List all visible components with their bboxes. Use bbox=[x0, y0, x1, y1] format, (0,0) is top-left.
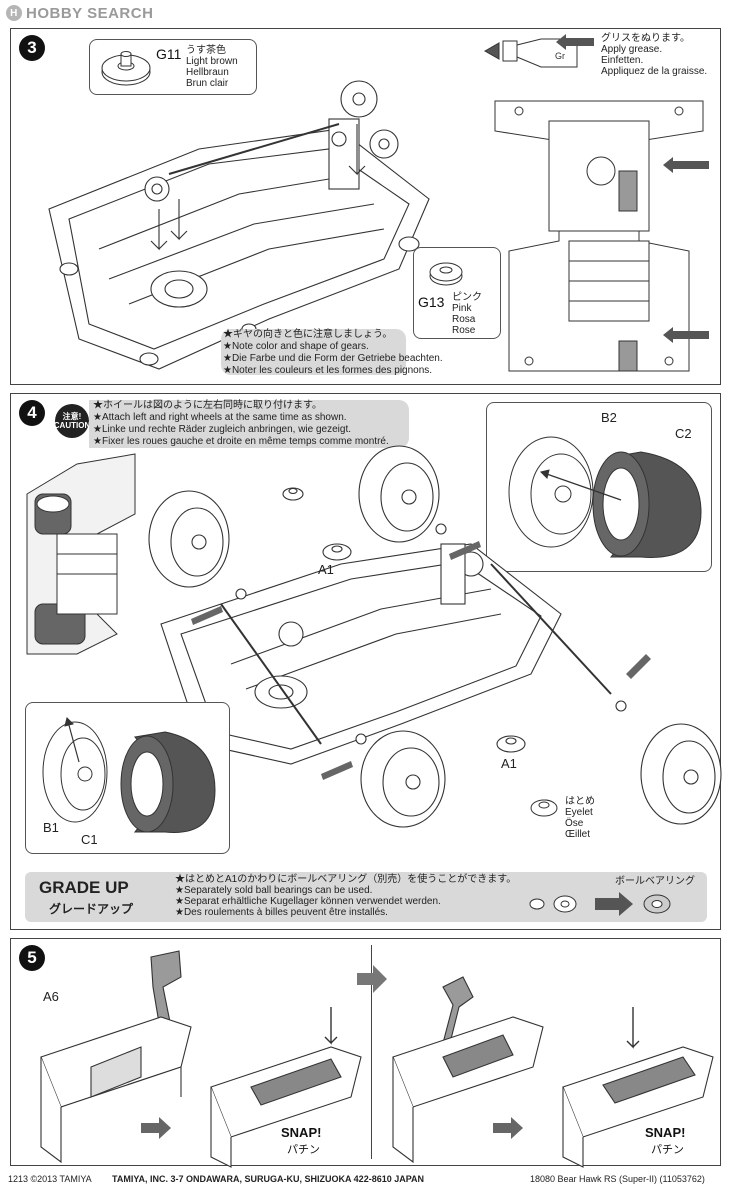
logo-mark: H bbox=[6, 5, 22, 21]
eyelet-ja: はとめ bbox=[565, 796, 595, 807]
g13-name-de: Rosa bbox=[452, 314, 476, 325]
grease-de: Einfetten. bbox=[601, 55, 644, 66]
g11-name-fr: Brun clair bbox=[186, 78, 229, 89]
g11-gear-illustration bbox=[101, 51, 151, 86]
grease-ja: グリスをぬります。 bbox=[601, 33, 690, 44]
grease-fr: Appliquez de la graisse. bbox=[601, 66, 708, 77]
gear-note-lines: ★ギヤの向きと色に注意しましょう。 ★Note color and shape … bbox=[223, 329, 443, 377]
wheel-note-box bbox=[89, 400, 409, 448]
grade-up-subtitle: グレードアップ bbox=[49, 902, 134, 916]
grade-up-lines: ★はとめとA1のかわりにボールベアリング（別売）を使うことができます。 ★Sep… bbox=[175, 874, 516, 918]
g13-gear-illustration bbox=[429, 262, 463, 286]
g11-code: G11 bbox=[156, 46, 182, 62]
label-a6: A6 bbox=[43, 989, 59, 1004]
grade-up-title: GRADE UP bbox=[39, 878, 129, 897]
footer-address: TAMIYA, INC. 3-7 ONDAWARA, SURUGA-KU, SH… bbox=[112, 1174, 425, 1184]
eyelet-de: Öse bbox=[565, 818, 584, 829]
g13-name-en: Pink bbox=[452, 303, 472, 314]
g11-name-en: Light brown bbox=[186, 56, 238, 67]
eyelet-illustration bbox=[530, 799, 558, 817]
grease-arrow-icon bbox=[556, 34, 594, 50]
step5-divider bbox=[371, 945, 372, 1159]
snap-sub-2: パチン bbox=[651, 1144, 684, 1156]
label-c2: C2 bbox=[675, 426, 692, 441]
label-b2: B2 bbox=[601, 410, 617, 425]
hobby-search-logo: H HOBBY SEARCH bbox=[6, 5, 153, 22]
step-5-panel: 5 A6 SNAP! パチン bbox=[10, 938, 721, 1168]
wheel-note-de: ★Linke und rechte Räder zugleich anbring… bbox=[93, 424, 352, 435]
footer-product: 18080 Bear Hawk RS (Super-II) (11053762) bbox=[530, 1174, 705, 1184]
wheel-note-lines: ★ホイールは図のように左右同時に取り付けます。 ★Attach left and… bbox=[93, 400, 389, 448]
label-c1: C1 bbox=[81, 832, 98, 847]
chassis-gear-install-illustration bbox=[48, 80, 430, 370]
wheel-note-ja: ★ホイールは図のように左右同時に取り付けます。 bbox=[93, 400, 322, 411]
caution-badge: 注意! CAUTION bbox=[53, 404, 91, 438]
wheel-and-tire-b2-c2-illustration bbox=[508, 436, 702, 558]
step-number: 4 bbox=[19, 400, 45, 426]
caution-ja: 注意! bbox=[62, 412, 82, 421]
grade-up-box: GRADE UP グレードアップ ★はとめとA1のかわりにボールベアリング（別売… bbox=[25, 872, 707, 922]
grade-up-de: ★Separat erhältliche Kugellager können v… bbox=[175, 896, 441, 907]
next-step-arrow-icon bbox=[357, 965, 387, 993]
footer-copyright: 1213 ©2013 TAMIYA bbox=[8, 1174, 92, 1184]
grade-up-fr: ★Des roulements à billes peuvent être in… bbox=[175, 907, 388, 918]
svg-text:Gr: Gr bbox=[555, 51, 565, 61]
hand-holding-chassis-illustration bbox=[26, 453, 136, 655]
wheel-note-en: ★Attach left and right wheels at the sam… bbox=[93, 412, 347, 423]
logo-text: HOBBY SEARCH bbox=[26, 4, 154, 22]
page-footer: 1213 ©2013 TAMIYA TAMIYA, INC. 3-7 ONDAW… bbox=[0, 1170, 732, 1190]
grade-up-en: ★Separately sold ball bearings can be us… bbox=[175, 885, 373, 896]
caution-en: CAUTION bbox=[53, 421, 91, 430]
ball-bearing-label: ボールベアリング bbox=[615, 876, 695, 887]
snap-text-1: SNAP! bbox=[281, 1125, 322, 1140]
label-b1: B1 bbox=[43, 820, 59, 835]
g13-code: G13 bbox=[418, 294, 445, 310]
step-3-panel: 3 G11 うす茶色 Light brown Hellbraun Brun cl… bbox=[10, 28, 721, 385]
label-a1-top: A1 bbox=[318, 562, 334, 577]
grease-point-arrow-icon bbox=[663, 157, 709, 173]
bearing-swap-illustration bbox=[529, 892, 671, 916]
g13-name-fr: Rose bbox=[452, 325, 476, 336]
label-a1-bottom: A1 bbox=[501, 756, 517, 771]
g11-name-ja: うす茶色 bbox=[186, 45, 226, 56]
chassis-top-view-illustration bbox=[494, 100, 704, 372]
gear-note-box bbox=[221, 329, 406, 375]
snap-text-2: SNAP! bbox=[645, 1125, 686, 1140]
grade-up-ja: ★はとめとA1のかわりにボールベアリング（別売）を使うことができます。 bbox=[175, 874, 517, 885]
wheel-note-fr: ★Fixer les roues gauche et droite en mêm… bbox=[93, 436, 389, 447]
g13-callout: G13 ピンク Pink Rosa Rose bbox=[413, 247, 501, 339]
gear-note-en: ★Note color and shape of gears. bbox=[223, 341, 369, 352]
gear-note-fr: ★Noter les couleurs et les formes des pi… bbox=[223, 365, 433, 376]
page-header: H HOBBY SEARCH bbox=[0, 0, 732, 26]
g11-callout: G11 うす茶色 Light brown Hellbraun Brun clai… bbox=[89, 39, 257, 95]
wheel-assembly-illustration bbox=[148, 445, 722, 828]
g11-name-de: Hellbraun bbox=[186, 67, 229, 78]
eyelet-fr: Œillet bbox=[565, 829, 591, 840]
step5-left-assembly-illustration bbox=[40, 950, 362, 1168]
snap-sub-1: パチン bbox=[287, 1144, 320, 1156]
step-4-panel: 4 注意! CAUTION ★ホイールは図のように左右同時に取り付けます。 ★A… bbox=[10, 393, 722, 930]
eyelet-en: Eyelet bbox=[565, 807, 593, 818]
step5-right-assembly-illustration bbox=[392, 976, 714, 1168]
grease-point-arrow-icon bbox=[663, 327, 709, 343]
g13-name-ja: ピンク bbox=[452, 292, 482, 303]
step-number: 3 bbox=[19, 35, 45, 61]
grease-en: Apply grease. bbox=[601, 44, 663, 55]
step-number: 5 bbox=[19, 945, 45, 971]
gear-note-ja: ★ギヤの向きと色に注意しましょう。 bbox=[223, 329, 393, 340]
gear-note-de: ★Die Farbe und die Form der Getriebe bea… bbox=[223, 353, 443, 364]
wheel-and-tire-b1-c1-illustration bbox=[42, 717, 216, 833]
